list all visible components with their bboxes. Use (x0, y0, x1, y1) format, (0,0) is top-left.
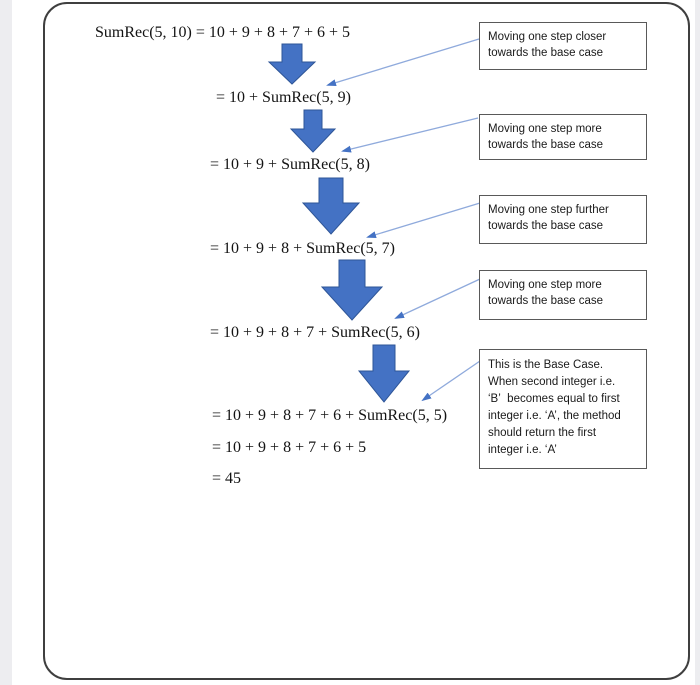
callout-connector-line (326, 38, 480, 87)
callout-connector-line (421, 360, 481, 402)
formula-step: = 10 + 9 + 8 + SumRec(5, 7) (210, 240, 395, 257)
formula-step: = 10 + 9 + 8 + 7 + 6 + 5 (212, 439, 367, 456)
page-margin-right (695, 0, 700, 685)
formula-step: = 45 (212, 470, 242, 487)
callout-box: Moving one step more towards the base ca… (479, 270, 647, 320)
callout-box: Moving one step closer towards the base … (479, 22, 647, 70)
formula-step: SumRec(5, 10) = 10 + 9 + 8 + 7 + 6 + 5 (95, 24, 351, 41)
callout-box: This is the Base Case. When second integ… (479, 349, 647, 469)
callout-connector-line (366, 202, 481, 239)
callout-box: Moving one step more towards the base ca… (479, 114, 647, 160)
callout-connector-line (394, 278, 481, 319)
formula-step: = 10 + SumRec(5, 9) (216, 89, 351, 106)
callout-box: Moving one step further towards the base… (479, 195, 647, 244)
big-down-arrow-icon (289, 109, 337, 153)
formula-step: = 10 + 9 + 8 + 7 + SumRec(5, 6) (210, 324, 420, 341)
page-margin-left (0, 0, 12, 685)
big-down-arrow-icon (267, 43, 317, 85)
slide-panel: SumRec(5, 10) = 10 + 9 + 8 + 7 + 6 + 5 =… (43, 2, 690, 680)
big-down-arrow-icon (357, 344, 411, 403)
formula-step: = 10 + 9 + SumRec(5, 8) (210, 156, 370, 173)
big-down-arrow-icon (320, 259, 384, 321)
diagram-shapes-layer (267, 38, 481, 403)
callout-connector-line (341, 117, 479, 153)
formula-step: = 10 + 9 + 8 + 7 + 6 + SumRec(5, 5) (212, 407, 448, 424)
big-down-arrow-icon (301, 177, 361, 235)
